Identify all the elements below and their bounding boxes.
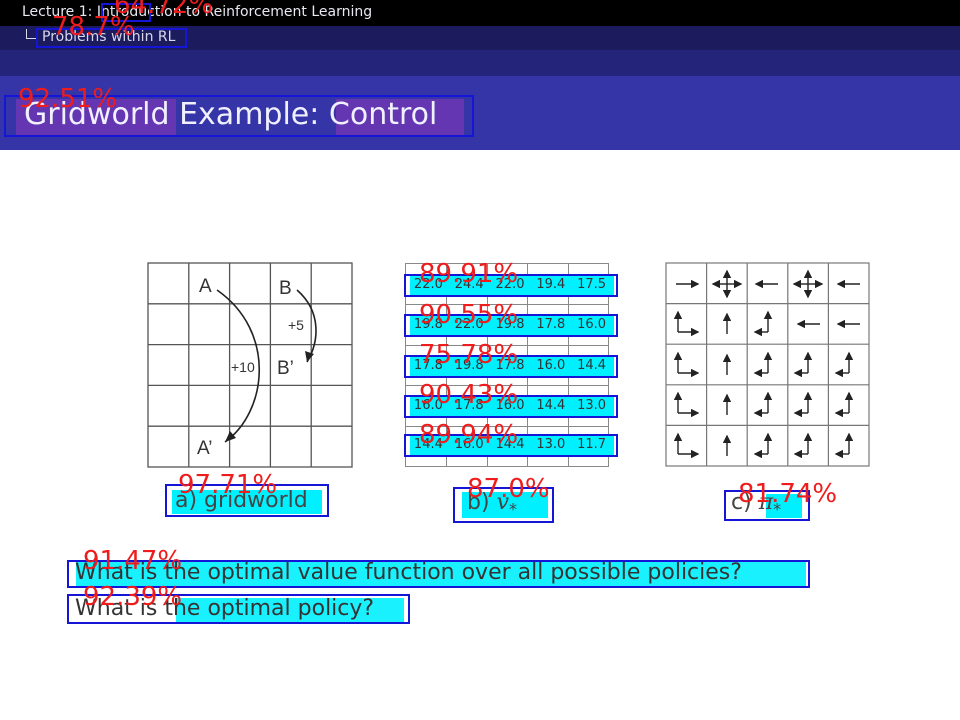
caption-b-subscript: * — [509, 499, 517, 519]
tree-corner-icon — [26, 29, 36, 39]
caption-policy: c) π* — [731, 490, 781, 518]
policy-arrows-icon — [673, 269, 860, 459]
title-detection-box — [4, 95, 474, 137]
score-row-1: 89.91% — [419, 259, 519, 289]
value-row-2: 19.8 22.0 19.8 17.8 16.0 — [408, 317, 612, 332]
header-top-band — [0, 0, 960, 26]
value-cell: 17.5 — [577, 277, 607, 292]
cell-label-b-prime: B’ — [277, 358, 294, 379]
score-row-5: 89.94% — [419, 420, 519, 450]
value-cell: 14.4 — [577, 358, 607, 373]
value-row-1: 22.0 24.4 22.0 19.4 17.5 — [408, 277, 612, 292]
lecture-title: Lecture 1: Introduction to Reinforcement… — [22, 4, 373, 20]
value-row-highlight — [410, 316, 614, 335]
value-row-highlight — [410, 436, 614, 455]
value-row-5: 14.4 16.0 14.4 13.0 11.7 — [408, 437, 612, 452]
cell-label-a: A — [199, 276, 212, 297]
section-breadcrumb: Problems within RL — [26, 29, 175, 45]
value-row-4: 16.0 17.8 16.0 14.4 13.0 — [408, 398, 612, 413]
reward-plus5: +5 — [288, 317, 304, 333]
caption-c-detection-box — [724, 490, 810, 521]
value-row-detection-box — [404, 355, 618, 378]
caption-gridworld: a) gridworld — [175, 488, 308, 513]
value-cell: 14.4 — [536, 398, 566, 413]
question-1-highlight — [76, 562, 806, 586]
value-cell: 19.8 — [495, 317, 525, 332]
caption-c-prefix: c) — [731, 490, 752, 515]
title-highlight — [16, 99, 176, 135]
section-detection-box — [36, 28, 187, 48]
section-label: Problems within RL — [42, 29, 176, 45]
caption-a-detection-box — [165, 484, 329, 517]
value-cell: 19.4 — [536, 277, 566, 292]
score-caption-a: 97.71% — [178, 470, 278, 500]
title-highlight — [336, 99, 464, 135]
caption-b-prefix: b) — [467, 490, 490, 515]
score-question-1: 91.47% — [83, 546, 183, 576]
score-section: 78.7% — [52, 12, 135, 42]
value-cell: 17.8 — [454, 398, 484, 413]
gridworld-figure: A B +5 +10 B’ A’ — [147, 262, 353, 468]
question-2-highlight — [176, 598, 404, 622]
value-cell: 22.0 — [413, 277, 443, 292]
page-title: Gridworld Example: Control — [24, 97, 438, 132]
score-caption-b: 87.0% — [467, 474, 550, 504]
score-row-3: 75.78% — [419, 340, 519, 370]
value-cell: 24.4 — [454, 277, 484, 292]
header-spacer-band — [0, 50, 960, 76]
value-cell: 19.8 — [413, 317, 443, 332]
caption-value-function: b) v* — [467, 490, 517, 518]
value-row-highlight — [410, 397, 614, 416]
value-cell: 22.0 — [495, 277, 525, 292]
policy-figure — [665, 262, 870, 467]
caption-a-highlight — [172, 490, 322, 514]
value-row-detection-box — [404, 314, 618, 337]
score-lecture: 64.72% — [114, 0, 214, 20]
value-cell: 16.0 — [413, 398, 443, 413]
cell-label-b: B — [279, 278, 292, 299]
value-cell: 16.0 — [495, 398, 525, 413]
value-row-detection-box — [404, 274, 618, 297]
value-cell: 16.0 — [536, 358, 566, 373]
reward-plus10: +10 — [231, 359, 255, 375]
caption-b-highlight — [462, 492, 548, 518]
question-1-detection-box — [67, 560, 810, 588]
question-2-detection-box — [67, 594, 410, 624]
value-cell: 13.0 — [577, 398, 607, 413]
score-row-2: 90.55% — [419, 300, 519, 330]
caption-c-subscript: * — [773, 499, 782, 519]
value-cell: 14.4 — [413, 437, 443, 452]
value-cell: 16.0 — [454, 437, 484, 452]
question-optimal-policy: What is the optimal policy? — [75, 596, 375, 621]
caption-b-symbol: v — [496, 490, 509, 515]
cell-label-a-prime: A’ — [197, 438, 212, 459]
value-cell: 17.8 — [536, 317, 566, 332]
value-row-3: 17.8 19.8 17.8 16.0 14.4 — [408, 358, 612, 373]
value-row-detection-box — [404, 434, 618, 457]
caption-c-symbol: π — [758, 490, 774, 515]
value-cell: 17.8 — [495, 358, 525, 373]
value-cell: 22.0 — [454, 317, 484, 332]
score-title: 92.51% — [18, 84, 118, 114]
value-cell: 19.8 — [454, 358, 484, 373]
value-row-highlight — [410, 357, 614, 376]
value-cell: 16.0 — [577, 317, 607, 332]
value-row-highlight — [410, 276, 614, 295]
question-optimal-value-function: What is the optimal value function over … — [75, 560, 742, 585]
value-cell: 13.0 — [536, 437, 566, 452]
value-cell: 14.4 — [495, 437, 525, 452]
lecture-detection-box — [101, 3, 151, 22]
value-cell: 11.7 — [577, 437, 607, 452]
caption-c-highlight — [766, 494, 802, 518]
value-row-detection-box — [404, 395, 618, 418]
caption-b-detection-box — [453, 487, 554, 523]
score-caption-c: 81.74% — [738, 479, 838, 509]
score-question-2: 92.39% — [83, 582, 183, 612]
value-cell: 17.8 — [413, 358, 443, 373]
score-row-4: 90.43% — [419, 380, 519, 410]
